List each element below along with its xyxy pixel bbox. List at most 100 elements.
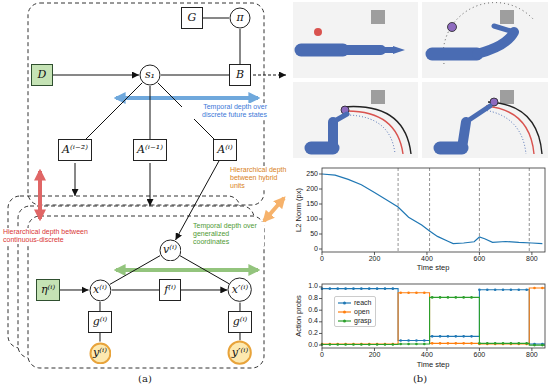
- phase-line: [479, 168, 480, 252]
- panel-label: (b): [400, 373, 440, 385]
- arm-segment: [328, 122, 338, 148]
- frame-ground: [293, 82, 418, 158]
- prob-marker: [415, 339, 418, 342]
- legend-sample: [343, 301, 346, 304]
- prob-marker: [415, 343, 418, 346]
- prob-marker: [344, 287, 347, 290]
- prob-marker: [431, 335, 434, 338]
- double-arrow: [116, 96, 258, 100]
- gripper: [393, 46, 405, 54]
- prob-marker: [541, 287, 544, 290]
- robot-frame: [293, 2, 418, 78]
- prob-marker: [423, 343, 426, 346]
- tick-mark: [319, 310, 322, 311]
- prob-marker: [344, 343, 347, 346]
- prob-marker: [392, 287, 395, 290]
- phase-line: [398, 168, 399, 252]
- state-circle: s₁: [139, 64, 161, 86]
- prob-marker: [510, 342, 513, 345]
- prob-marker: [415, 291, 418, 294]
- legend-sample: [338, 318, 351, 324]
- tick-label: 0.8: [289, 294, 318, 302]
- prob-marker: [399, 291, 402, 294]
- tick-label: 0: [307, 255, 337, 263]
- arm-segment: [381, 47, 393, 53]
- prob-marker: [392, 343, 395, 346]
- mapping-box: g⁽ⁱ⁾: [228, 311, 252, 333]
- prob-marker: [329, 287, 332, 290]
- legend-text: reach: [354, 298, 372, 307]
- tick-mark: [374, 348, 375, 351]
- frame-ground: [293, 2, 418, 78]
- prob-marker: [478, 342, 481, 345]
- connector: [99, 301, 100, 311]
- prior-box: η⁽ⁱ⁾: [36, 279, 59, 301]
- double-arrow: [38, 171, 42, 219]
- tick-mark: [319, 174, 322, 175]
- target-square: [371, 90, 385, 104]
- trajectory: [486, 106, 534, 154]
- tick-mark: [322, 348, 323, 351]
- node-label: g⁽ⁱ⁾: [233, 316, 248, 329]
- node-label: x⁽ⁱ⁾: [93, 284, 107, 297]
- prob-marker: [431, 296, 434, 299]
- ball: [314, 28, 322, 36]
- tick-label: 0: [289, 245, 318, 253]
- node-label: f⁽ⁱ⁾: [164, 284, 176, 297]
- prob-marker: [494, 289, 497, 292]
- prob-marker: [399, 339, 402, 342]
- arm-segment: [432, 48, 477, 61]
- prob-marker: [392, 343, 395, 346]
- tick-mark: [319, 345, 322, 346]
- tick-label: 600: [464, 255, 494, 263]
- tick-mark: [426, 348, 427, 351]
- tick-label: 200: [359, 255, 389, 263]
- node-label: y′⁽ⁱ⁾: [232, 347, 248, 360]
- prob-marker: [486, 289, 489, 292]
- tick-mark: [479, 252, 480, 255]
- arm-segment: [333, 114, 347, 122]
- tick-mark: [374, 252, 375, 255]
- tick-label: 100: [289, 215, 318, 223]
- tick-label: 600: [464, 351, 494, 359]
- tick-mark: [319, 333, 322, 334]
- connector: [239, 303, 240, 311]
- prob-marker: [336, 343, 339, 346]
- prob-marker: [368, 287, 371, 290]
- dynamics-box: f⁽ⁱ⁾: [159, 279, 181, 301]
- node-label: η⁽ⁱ⁾: [41, 284, 55, 297]
- axis-title: Time step: [383, 361, 483, 370]
- node-outline: [230, 8, 250, 28]
- prob-marker: [336, 343, 339, 346]
- node-label: G: [188, 12, 197, 25]
- prob-marker: [494, 342, 497, 345]
- cause-circle: v⁽ⁱ⁾: [159, 239, 182, 262]
- prob-marker: [478, 289, 481, 292]
- prob-marker: [407, 339, 410, 342]
- frame-ground: [422, 82, 548, 158]
- l2-curve: [322, 174, 542, 244]
- tick-label: 0.6: [289, 306, 318, 314]
- legend-sample: [338, 311, 351, 312]
- connector: [53, 75, 139, 76]
- node-label: π: [236, 12, 243, 25]
- target-square: [500, 90, 514, 104]
- prob-marker: [541, 344, 544, 347]
- prob-marker: [368, 343, 371, 346]
- tick-label: 0: [307, 351, 337, 359]
- legend-row: grasp: [338, 316, 372, 325]
- tick-label: 250: [289, 170, 318, 178]
- tick-mark: [479, 348, 480, 351]
- axis-title: Action probs: [295, 295, 304, 337]
- prob-marker: [407, 291, 410, 294]
- legend-row: reach: [338, 298, 372, 307]
- plot-frame: [322, 284, 545, 348]
- factor-box: G: [181, 7, 203, 29]
- prob-marker: [329, 343, 332, 346]
- prob-marker: [423, 291, 426, 294]
- node-outline: [90, 280, 111, 301]
- connector: [161, 75, 229, 76]
